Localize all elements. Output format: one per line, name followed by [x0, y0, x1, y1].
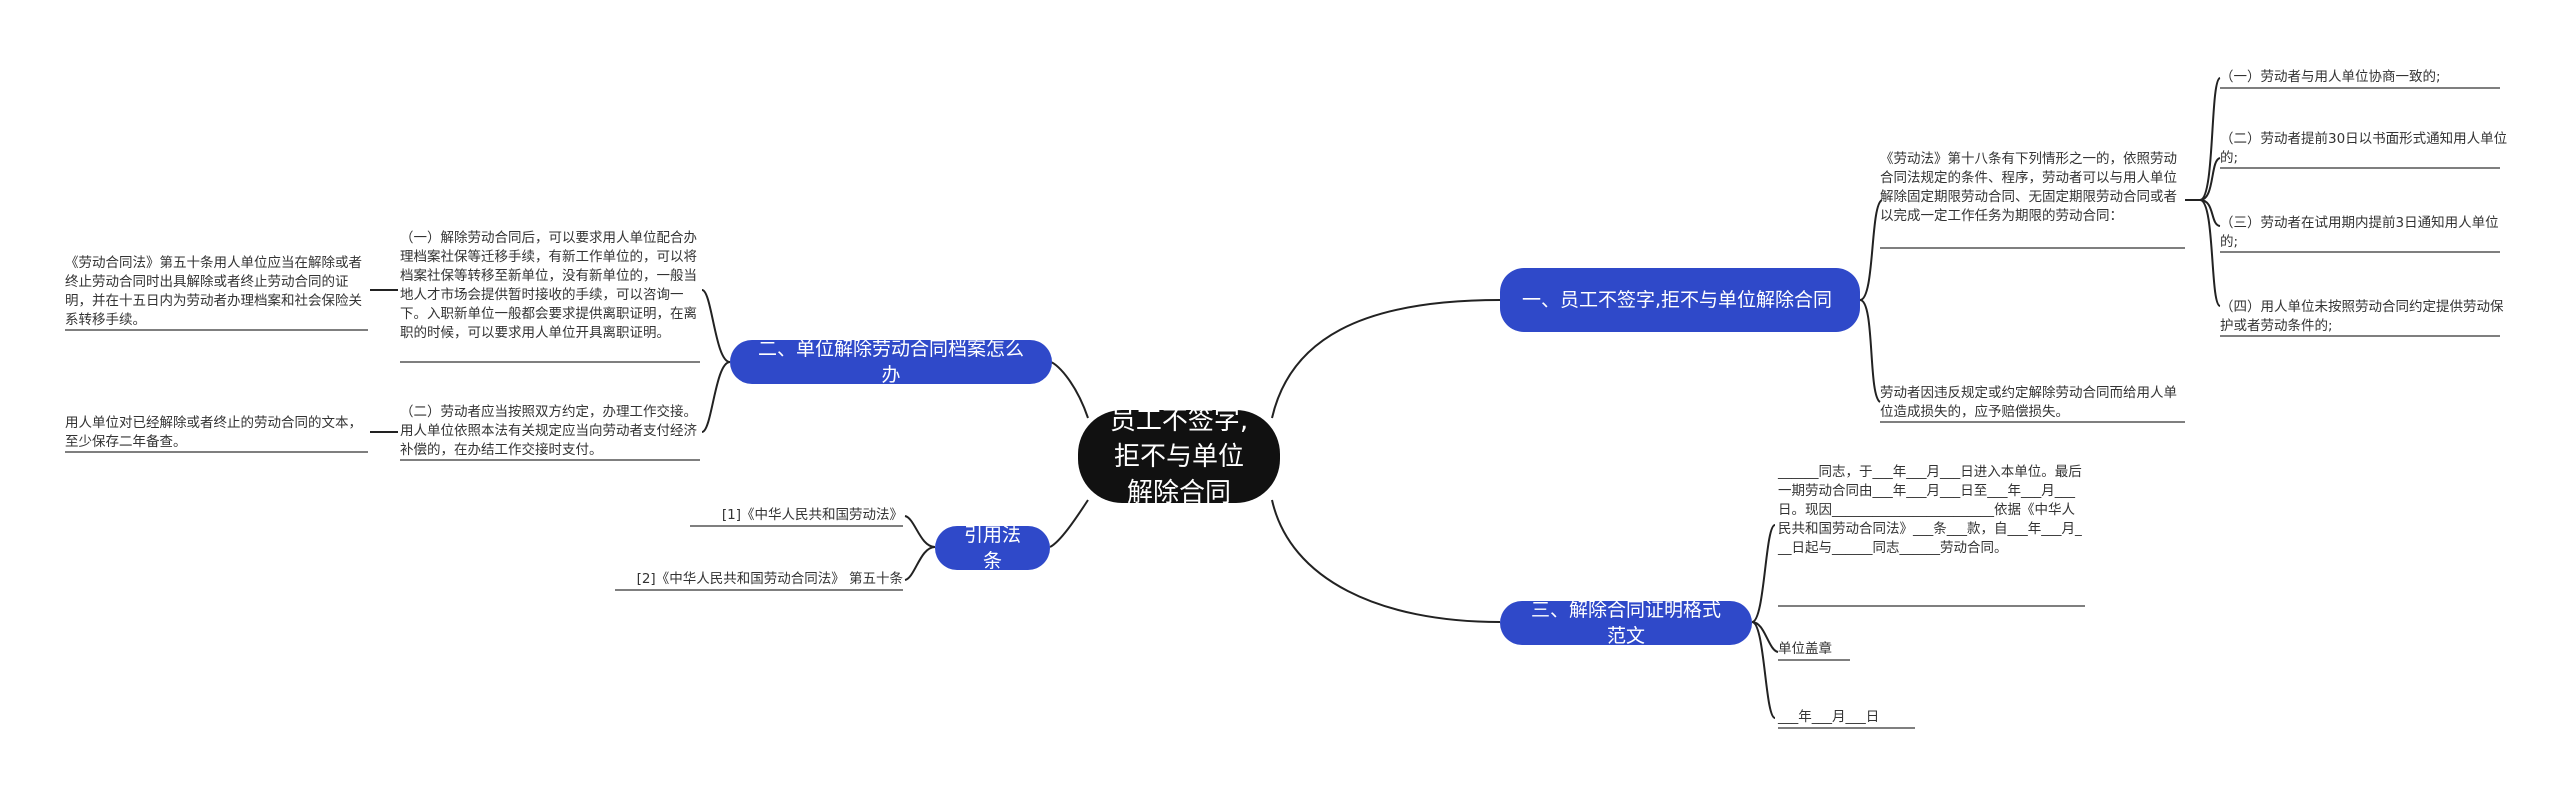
- branch-b1-label: 一、员工不签字,拒不与单位解除合同: [1522, 289, 1833, 311]
- branch-b2-label: 二、单位解除劳动合同档案怎么办: [757, 338, 1024, 386]
- leaf-b1-item-4: （四）用人单位未按照劳动合同约定提供劳动保护或者劳动条件的;: [2220, 299, 2504, 334]
- branch-node-b3[interactable]: 三、解除合同证明格式范文: [1500, 599, 1752, 647]
- connector-b2-brace: [701, 289, 731, 433]
- connector-b4-brace: [904, 515, 936, 581]
- leaf-b4-ref-2: [2]《中华人民共和国劳动合同法》 第五十条: [636, 571, 903, 587]
- branch-node-b4[interactable]: 引用法条: [935, 524, 1050, 572]
- leaf-b2-sub-1: 《劳动合同法》第五十条用人单位应当在解除或者终止劳动合同时出具解除或者终止劳动合…: [65, 255, 362, 328]
- leaf-b3-date: ___年___月___日: [1778, 709, 1880, 725]
- connector-b1: [1271, 299, 1501, 419]
- connector-b1-brace: [1859, 199, 1883, 403]
- leaf-b1-law: 《劳动法》第十八条有下列情形之一的，依照劳动合同法规定的条件、程序，劳动者可以与…: [1880, 151, 2177, 224]
- branch-b4-label: 引用法条: [963, 524, 1021, 572]
- leaf-b1-item-3: （三）劳动者在试用期内提前3日通知用人单位的;: [2220, 215, 2499, 250]
- leaf-b1-compensation: 劳动者因违反规定或约定解除劳动合同而给用人单位造成损失的，应予赔偿损失。: [1880, 385, 2177, 420]
- central-node-label: 员工不签字,拒不与单位解除合同: [1109, 405, 1249, 508]
- leaf-b2-sub-2: 用人单位对已经解除或者终止的劳动合同的文本，至少保存二年备查。: [65, 415, 362, 450]
- leaf-b1-item-1: （一）劳动者与用人单位协商一致的;: [2220, 69, 2441, 85]
- leaf-b2-item-1: （一）解除劳动合同后，可以要求用人单位配合办理档案社保等迁移手续，有新工作单位的…: [400, 230, 697, 341]
- central-node[interactable]: 员工不签字,拒不与单位解除合同: [1078, 406, 1280, 508]
- branch-node-b1[interactable]: 一、员工不签字,拒不与单位解除合同: [1500, 268, 1860, 332]
- branch-node-b2[interactable]: 二、单位解除劳动合同档案怎么办: [730, 338, 1052, 386]
- connector-b3: [1271, 499, 1501, 623]
- connector-b1-brace-items: [2185, 77, 2221, 307]
- leaf-b4-ref-1: [1]《中华人民共和国劳动法》: [721, 507, 903, 523]
- connector-b3-brace: [1751, 524, 1779, 719]
- leaf-b1-item-2: （二）劳动者提前30日以书面形式通知用人单位的;: [2220, 131, 2508, 166]
- leaf-b3-seal: 单位盖章: [1778, 641, 1832, 657]
- leaf-b3-body: ______同志，于___年___月___日进入本单位。最后一期劳动合同由___…: [1778, 464, 2082, 556]
- branch-b3-label: 三、解除合同证明格式范文: [1530, 599, 1721, 647]
- connector-b4: [1049, 499, 1089, 548]
- leaf-b2-item-2: （二）劳动者应当按照双方约定，办理工作交接。用人单位依照本法有关规定应当向劳动者…: [400, 404, 697, 458]
- connector-b2: [1049, 361, 1089, 419]
